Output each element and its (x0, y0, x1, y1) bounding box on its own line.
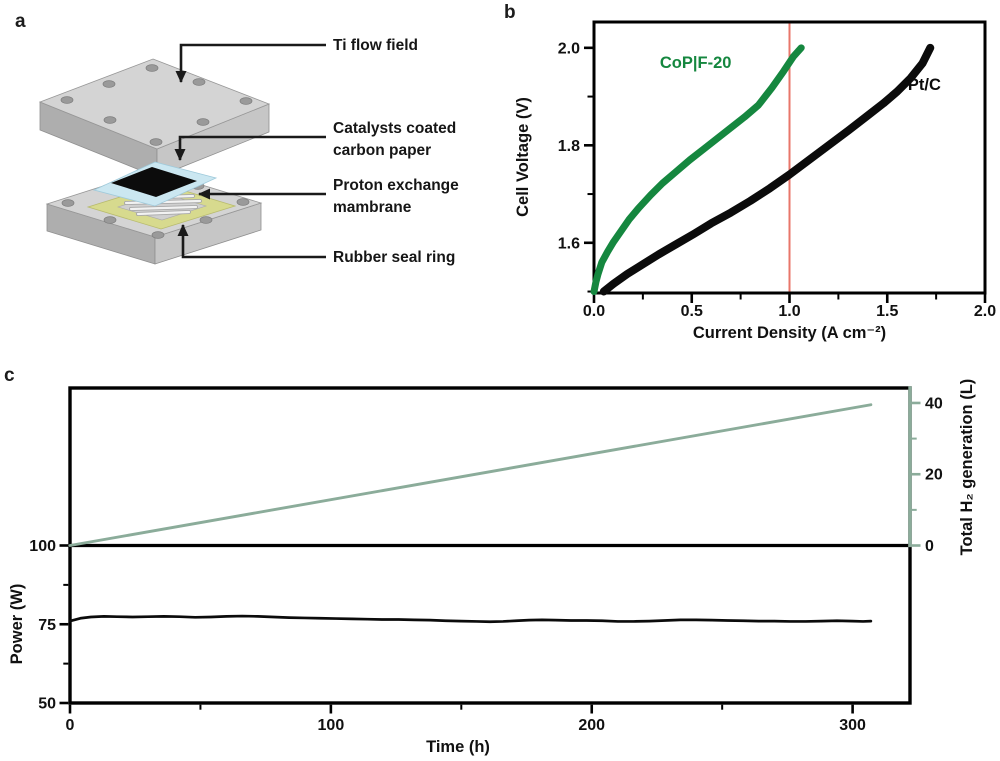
bottom-plate-ti-flow-field (45, 169, 263, 265)
y-tick-label: 2.0 (558, 40, 580, 57)
label-membrane-line2: mambrane (333, 199, 412, 216)
label-membrane-line1: Proton exchange (333, 177, 459, 194)
right-y-axis: 0 20 40 Total H₂ generation (L) (911, 379, 976, 556)
plot-frame (592, 20, 987, 295)
right-y-tick-label: 20 (925, 467, 943, 484)
series-label-pt-c: Pt/C (908, 76, 941, 94)
x-tick-label: 100 (318, 717, 345, 734)
label-catalysts-line2: carbon paper (333, 142, 431, 159)
panel-a-letter: a (15, 11, 26, 32)
label-seal-ring: Rubber seal ring (333, 249, 455, 266)
x-tick-label: 1.0 (778, 303, 800, 320)
x-tick-label: 0 (66, 717, 75, 734)
x-tick-label: 0.5 (681, 303, 703, 320)
h2-generation-line (68, 403, 873, 547)
top-plate-top-face (38, 58, 271, 150)
series-cop-f20 (590, 44, 805, 296)
series-label-cop-f20: CoP|F-20 (660, 54, 732, 72)
y-tick-label: 1.6 (558, 235, 580, 252)
label-ti-flow-field: Ti flow field (333, 37, 418, 54)
arrow-catalyst-paper (174, 135, 326, 161)
x-tick-label: 0.0 (583, 303, 605, 320)
left-y-axis-title: Power (W) (8, 584, 26, 665)
x-tick-label: 200 (578, 717, 605, 734)
label-catalysts-line1: Catalysts coated (333, 120, 456, 137)
top-plate-ti-flow-field (38, 58, 271, 178)
catalyst-coated-carbon-paper (111, 167, 197, 197)
panel-c-letter: c (4, 365, 15, 386)
y-tick-label: 1.8 (558, 138, 580, 155)
arrow-seal-ring (177, 224, 326, 259)
right-y-axis-title: Total H₂ generation (L) (958, 379, 976, 556)
x-axis-title: Time (h) (426, 738, 490, 756)
x-axis-title: Current Density (A cm⁻²) (693, 324, 886, 342)
arrow-ti-flow-field (175, 43, 326, 83)
left-y-tick-label: 75 (38, 617, 56, 634)
power-series-line (68, 614, 873, 624)
y-axis-title: Cell Voltage (V) (514, 97, 532, 217)
x-tick-label: 1.5 (876, 303, 898, 320)
left-y-tick-label: 50 (38, 696, 56, 713)
right-y-tick-label: 0 (925, 538, 934, 555)
x-tick-label: 2.0 (974, 303, 996, 320)
x-tick-label: 300 (839, 717, 866, 734)
left-y-tick-label: 100 (29, 538, 56, 555)
leader-arrows (174, 43, 326, 259)
cell-assembly-diagram: Ti flow field Catalysts coated carbon pa… (38, 37, 459, 266)
panel-b-letter: b (504, 2, 516, 23)
top-plate-bolt-holes (60, 64, 253, 146)
right-y-tick-label: 40 (925, 395, 943, 412)
series-pt-c (599, 43, 935, 296)
